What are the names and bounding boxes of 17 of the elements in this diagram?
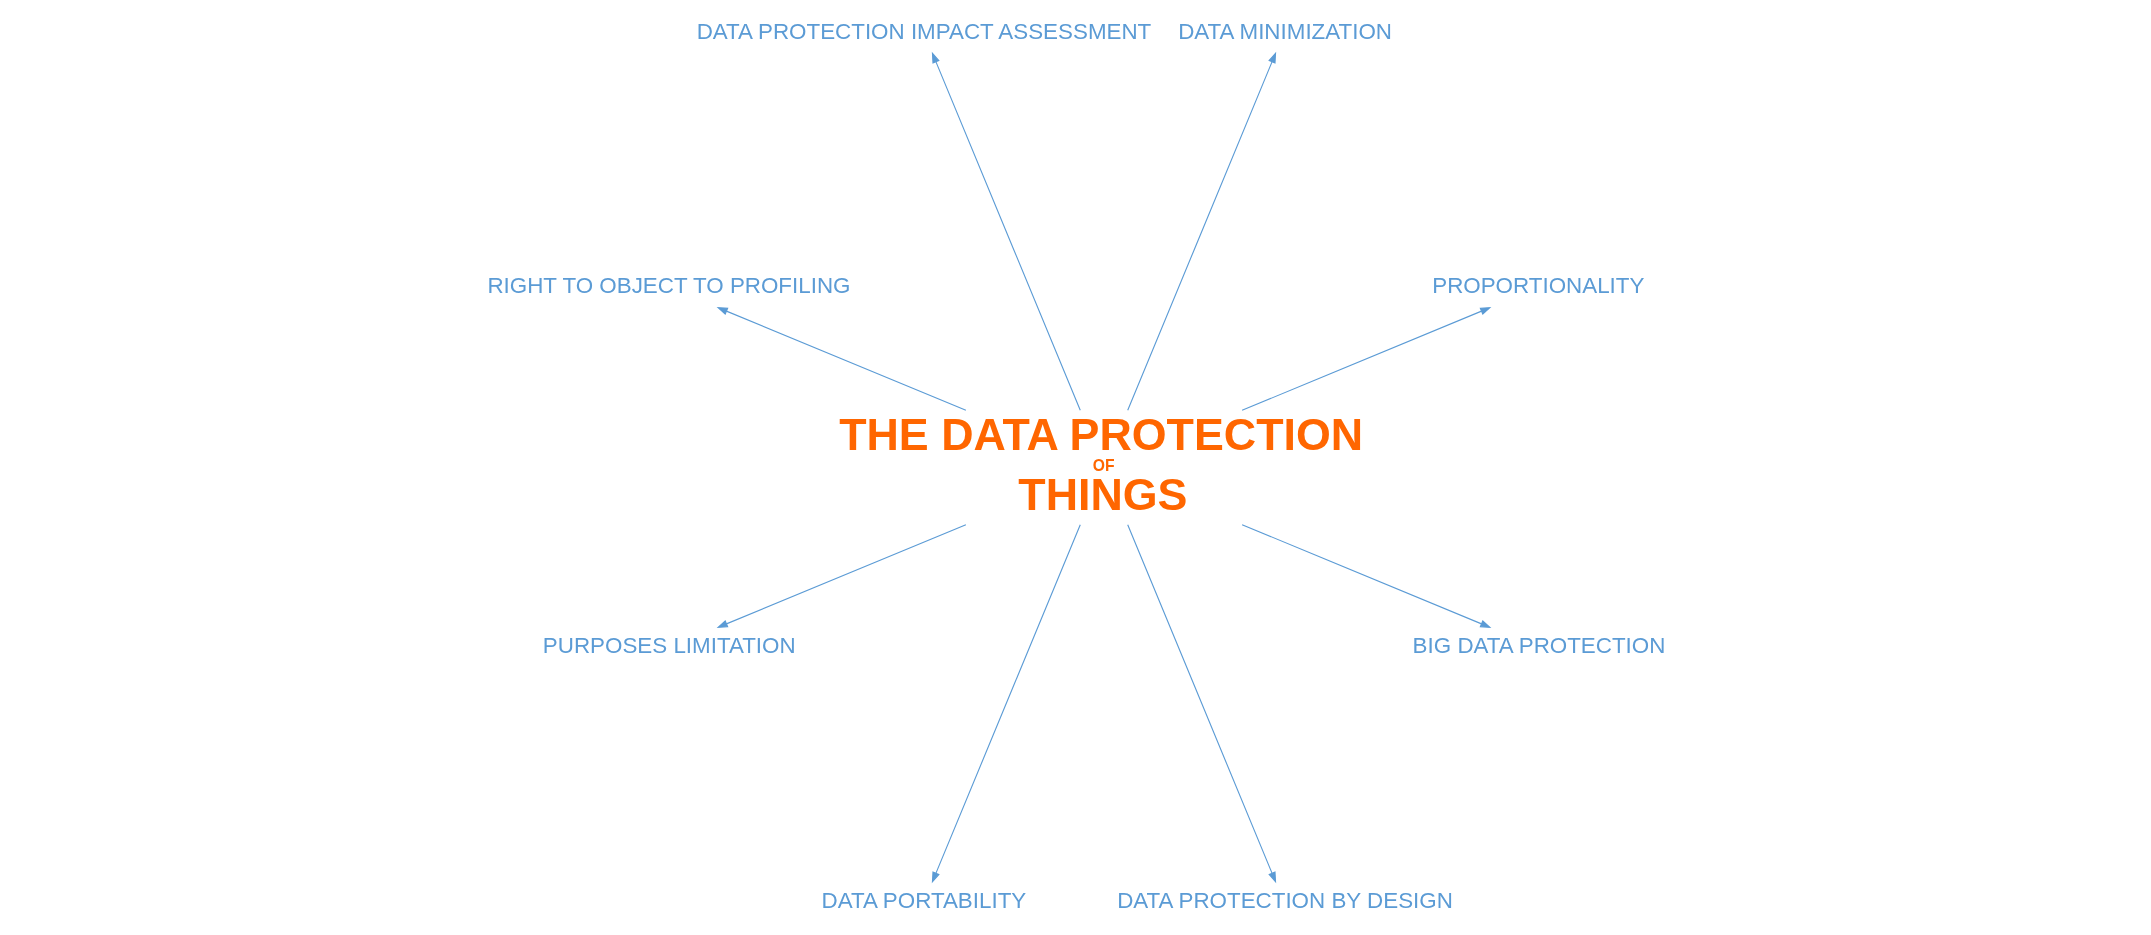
- arrow: [931, 51, 1081, 411]
- arrow: [1126, 524, 1276, 884]
- node-text: BIG DATA PROTECTION: [1412, 633, 1665, 659]
- arrow: [1241, 307, 1491, 411]
- arrow: [1241, 524, 1491, 628]
- node-text: DATA PROTECTION BY DESIGN: [1116, 887, 1453, 913]
- arrow: [1126, 51, 1276, 411]
- arrow: [931, 524, 1081, 884]
- node-text: PURPOSES LIMITATION: [542, 633, 796, 659]
- node-text: DATA PORTABILITY: [821, 887, 1026, 913]
- arrow: [716, 524, 966, 628]
- node-text: RIGHT TO OBJECT TO PROFILING: [486, 273, 850, 299]
- node-text: DATA PROTECTION IMPACT ASSESSMENT: [696, 18, 1151, 44]
- node-text: PROPORTIONALITY: [1431, 273, 1644, 299]
- node-text: THE DATA PROTECTION OF THINGS: [838, 408, 1363, 520]
- node-text: DATA MINIMIZATION: [1177, 18, 1392, 44]
- arrow: [716, 307, 966, 411]
